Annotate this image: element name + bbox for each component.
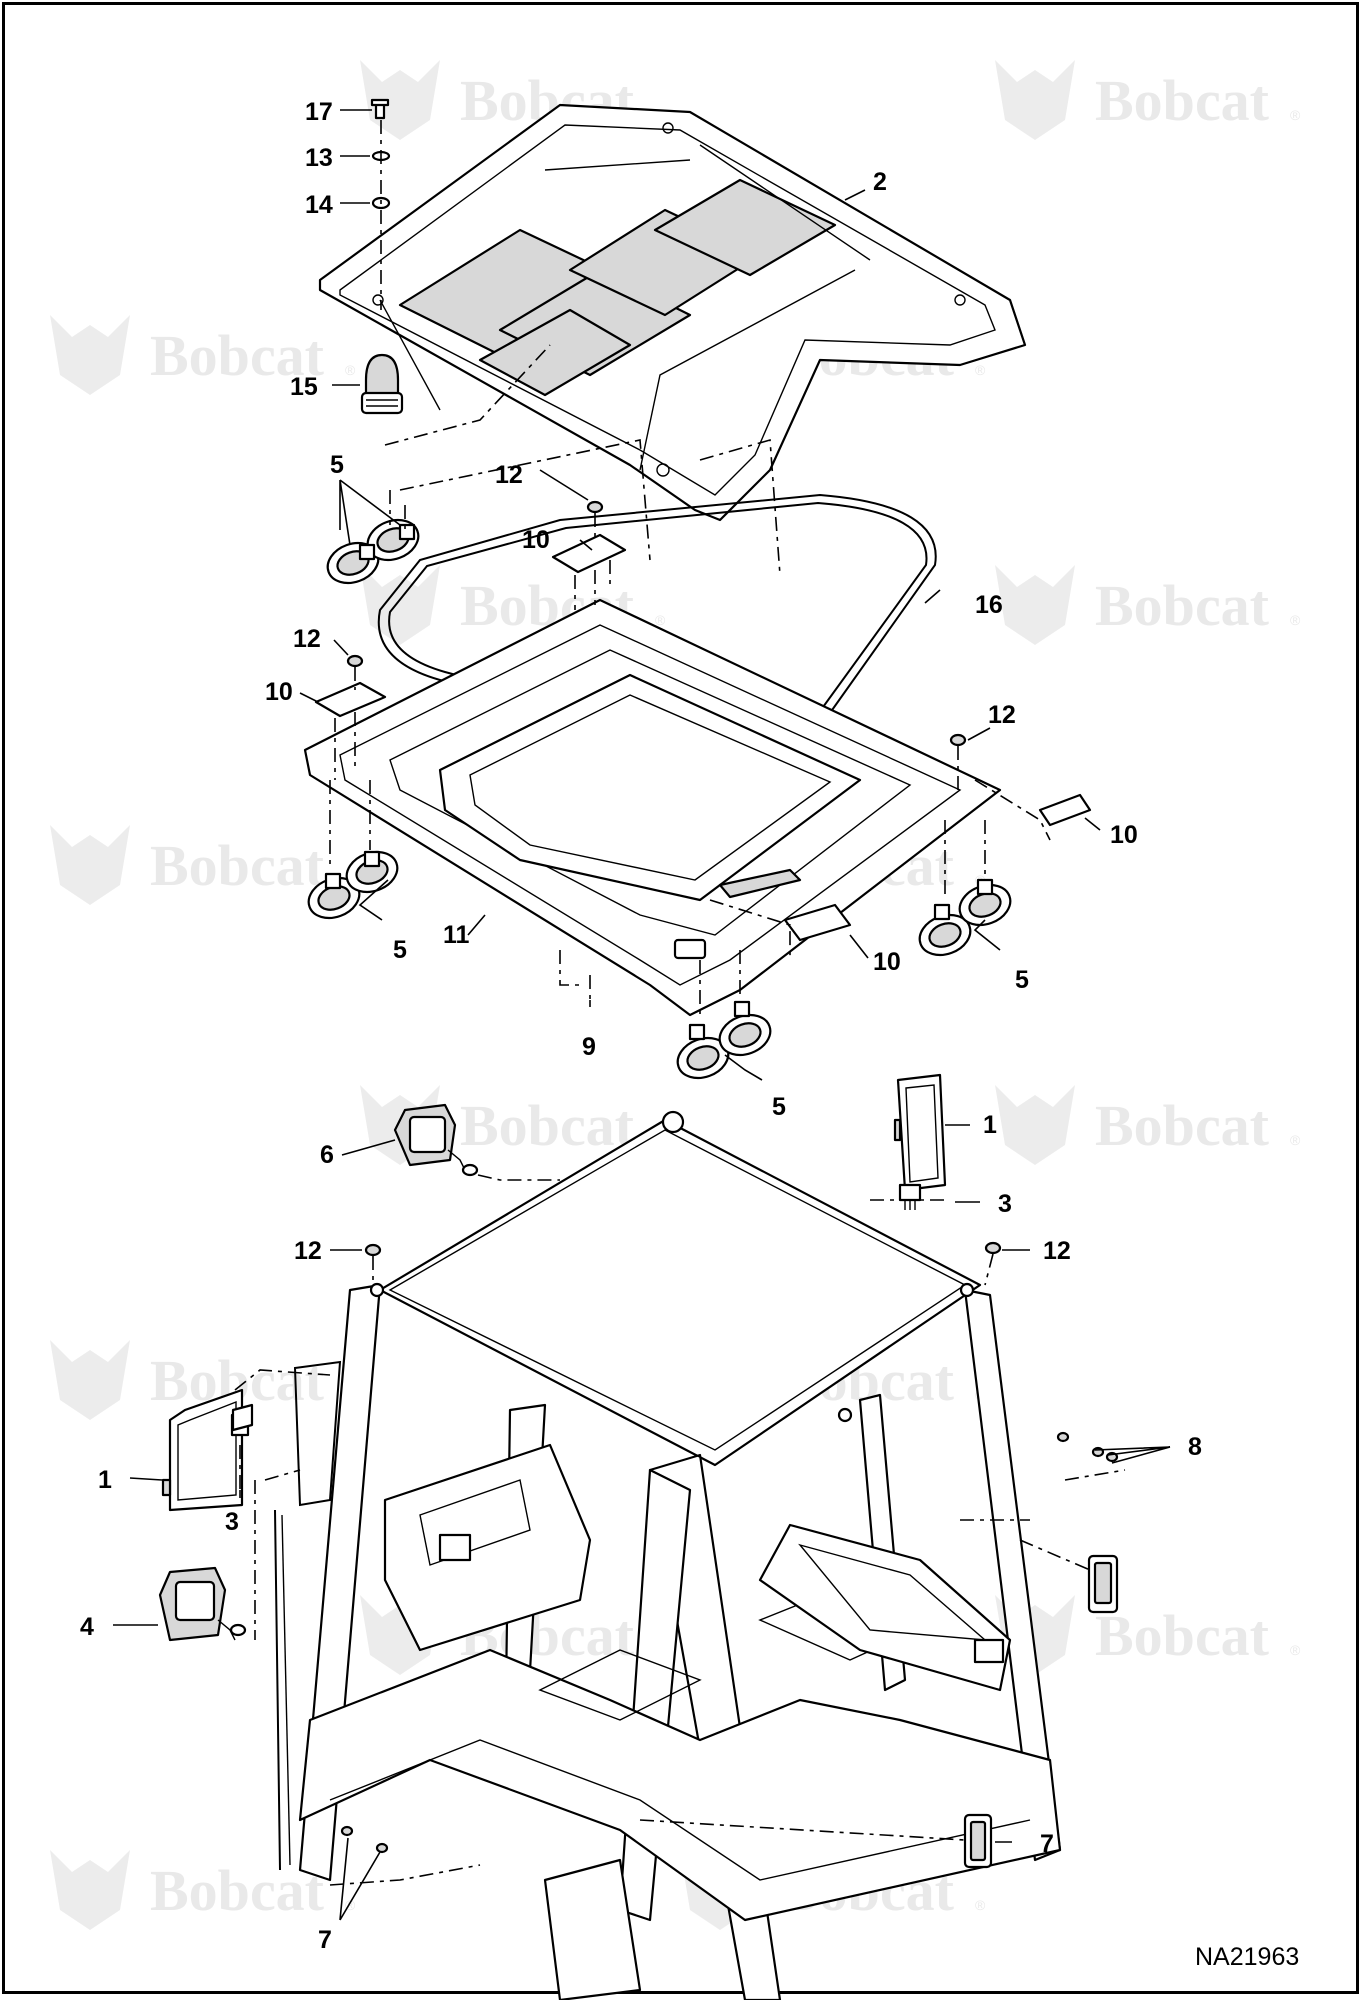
watermark-mark: ® [1290,1642,1301,1658]
watermark-mark: ® [1290,612,1301,628]
mounting-plate-10 [709,899,852,960]
grommet-12 [364,1243,382,1285]
assembly-line [254,1469,301,1640]
callout-leaders [113,109,1171,1921]
watermark-mark: ® [975,362,986,378]
mounting-plate-10 [974,779,1092,841]
callout-10: 10 [522,526,550,554]
watermark-text: Bobcat [1095,573,1270,638]
callout-1: 1 [98,1466,112,1494]
watermark: Bobcat ® [50,825,356,905]
mirror-1 [161,1369,331,1512]
watermark: Bobcat ® [50,315,356,395]
grommet-12 [949,733,967,790]
callout-12: 12 [495,461,523,489]
watermark-text: Bobcat [1095,68,1270,133]
mounting-plate-10 [314,681,387,780]
work-light-pair-5 [676,950,772,1080]
reflector-7 [329,1813,993,1886]
rear-work-light-4 [158,1566,247,1642]
callout-5: 5 [393,936,407,964]
watermark-mark: ® [655,612,666,628]
watermark-text: Bobcat [150,833,325,898]
callout-6: 6 [320,1141,334,1169]
callout-labels: 17 13 14 2 15 5 12 10 16 12 10 12 10 5 1… [80,98,1202,1954]
watermark-text: Bobcat [150,323,325,388]
assembly-line [399,439,651,561]
grommet-12 [586,500,604,540]
watermark-mark: ® [345,1897,356,1913]
grommet-12 [984,1241,1002,1286]
watermark-text: Bobcat [1095,1093,1270,1158]
callout-17: 17 [305,98,333,126]
mirror-bracket-3 [231,1403,254,1490]
work-light-pair-5 [918,820,1012,957]
bobcat-logo-icon [50,1850,130,1930]
callout-12: 12 [294,1237,322,1265]
bobcat-logo-icon [50,825,130,905]
roof-panel [318,103,1027,522]
callout-16: 16 [975,591,1003,619]
callout-4: 4 [80,1613,94,1641]
mounting-plate-10 [551,533,627,610]
callout-2: 2 [873,168,887,196]
callout-12: 12 [1043,1237,1071,1265]
mirror-1 [870,1073,947,1210]
callout-8: 8 [1188,1433,1202,1461]
grommet-12 [346,654,364,690]
callout-5: 5 [1015,966,1029,994]
watermark-text: Bobcat [150,1858,325,1923]
callout-13: 13 [305,144,333,172]
bolt-17 [370,98,390,120]
assembly-line [699,438,781,576]
bobcat-logo-icon [50,315,130,395]
watermark: Bobcat ® [50,1850,356,1930]
reflector-8 [1019,1469,1126,1614]
callout-3: 3 [225,1508,239,1536]
bobcat-logo-icon [995,60,1075,140]
callout-15: 15 [290,373,318,401]
watermark-mark: ® [975,1897,986,1913]
callout-11: 11 [443,921,470,949]
callout-12: 12 [988,701,1016,729]
watermark: Bobcat ® [995,1085,1301,1165]
watermark-mark: ® [345,362,356,378]
drawing-number: NA21963 [1195,1943,1299,1971]
callout-12: 12 [293,625,321,653]
watermark-mark: ® [1290,107,1301,123]
callout-5: 5 [772,1093,786,1121]
callout-10: 10 [265,678,293,706]
bobcat-logo-icon [360,60,440,140]
bobcat-logo-icon [995,1085,1075,1165]
bobcat-logo-icon [995,565,1075,645]
callout-10: 10 [1110,821,1138,849]
fastener-7 [340,1825,389,1854]
watermark: Bobcat ® [995,1595,1301,1675]
assembly-line [384,344,551,446]
work-light-pair-5 [326,490,420,585]
bobcat-logo-icon [360,565,440,645]
callout-7: 7 [318,1926,332,1954]
watermark-text: Bobcat [1095,1603,1270,1668]
fastener-8 [1056,1431,1119,1463]
callout-7: 7 [1040,1830,1054,1858]
callout-10: 10 [873,948,901,976]
callout-3: 3 [998,1190,1012,1218]
callout-5: 5 [330,451,344,479]
watermark: Bobcat ® [360,60,666,140]
cab-frame [274,1110,1062,2000]
watermark: Bobcat ® [995,60,1301,140]
watermark: Bobcat ® [995,565,1301,645]
callout-1: 1 [983,1111,997,1139]
wire-harness-9 [559,950,591,1000]
beacon-light-15 [360,353,404,415]
callout-14: 14 [305,191,333,219]
front-work-light-6 [393,1103,560,1181]
watermark-mark: ® [1290,1132,1301,1148]
bobcat-logo-icon [50,1340,130,1420]
watermark-text: Bobcat [460,1093,635,1158]
callout-9: 9 [582,1033,596,1061]
